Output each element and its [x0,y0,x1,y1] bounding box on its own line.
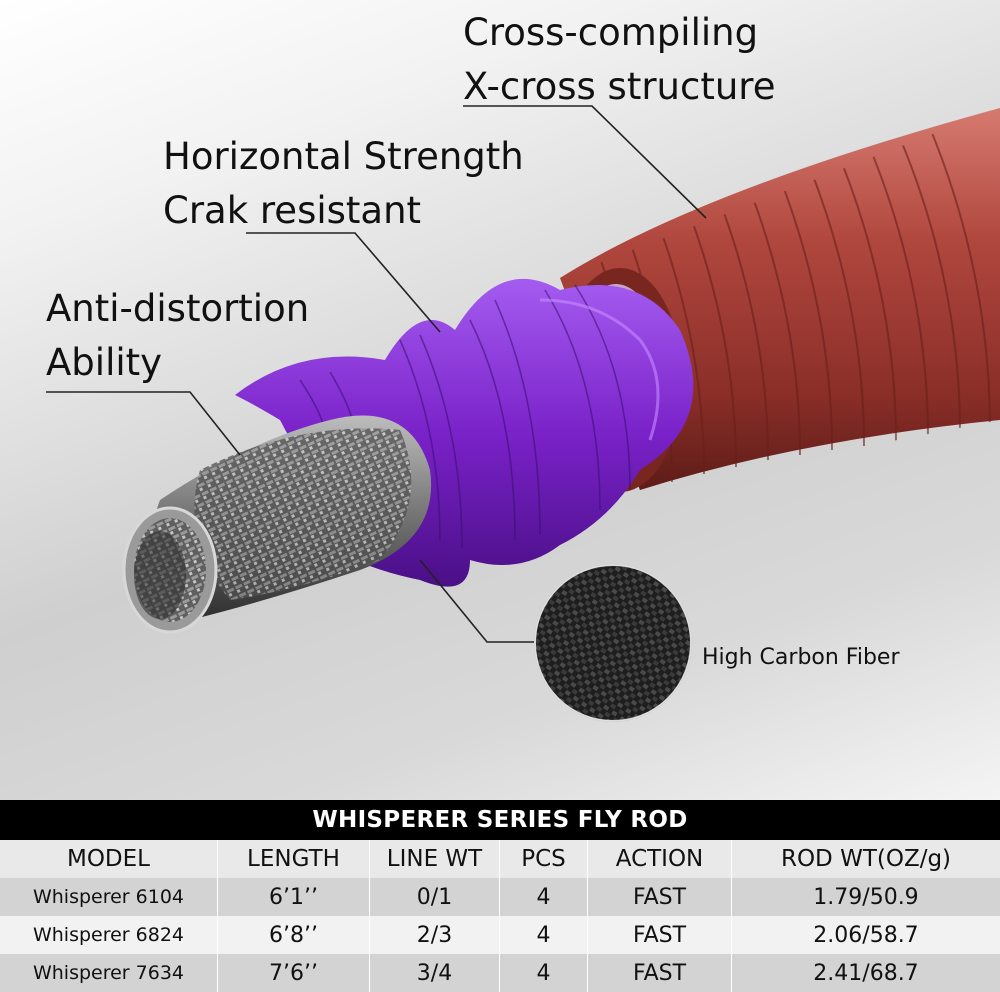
carbon-fiber-swatch [534,564,692,722]
callout-cross-line1: Cross-compiling [463,11,759,54]
cell-rod-wt: 2.06/58.7 [813,922,919,948]
rod-layers-illustration [46,105,1000,722]
header-rod-wt: ROD WT(OZ/g) [780,846,952,872]
cell-line-wt: 0/1 [370,878,500,916]
product-illustration: Cross-compiling X-cross structure Horizo… [0,0,1000,800]
cell-length: 6’1’’ [218,878,370,916]
cell-line-wt: 3/4 [370,954,500,992]
cell-length: 7’6’’ [218,954,370,992]
table-row: Whisperer 6104 6’1’’ 0/1 4 FAST 1.79/50.… [0,878,1000,916]
cell-action: FAST [588,954,732,992]
spec-table: WHISPERER SERIES FLY ROD MODEL LENGTH LI… [0,800,1000,992]
callout-horizontal-strength: Horizontal Strength Crak resistant [163,130,524,238]
cell-length: 6’8’’ [218,916,370,954]
callout-anti-line2: Ability [46,341,163,384]
cell-model: Whisperer 6104 [0,878,218,916]
callout-high-carbon-fiber: High Carbon Fiber [702,645,900,670]
callout-anti-line1: Anti-distortion [46,287,310,330]
cell-rod-wt: 1.79/50.9 [813,884,919,910]
callout-horiz-line2: Crak resistant [163,189,422,232]
header-action: ACTION [588,840,732,878]
callout-cross-line2: X-cross structure [463,65,776,108]
callout-cross-compiling: Cross-compiling X-cross structure [463,6,775,114]
table-title: WHISPERER SERIES FLY ROD [0,800,1000,840]
cell-action: FAST [588,916,732,954]
header-model: MODEL [0,840,218,878]
table-header-row: MODEL LENGTH LINE WT PCS ACTION ROD WT(O… [0,840,1000,878]
cell-line-wt: 2/3 [370,916,500,954]
header-line-wt: LINE WT [370,840,500,878]
header-pcs: PCS [500,840,588,878]
cell-pcs: 4 [500,954,588,992]
cell-model: Whisperer 6824 [0,916,218,954]
inner-carbon-core [122,415,432,634]
table-row: Whisperer 7634 7’6’’ 3/4 4 FAST 2.41/68.… [0,954,1000,992]
leader-lines [46,105,707,643]
header-length: LENGTH [218,840,370,878]
cell-pcs: 4 [500,916,588,954]
table-row: Whisperer 6824 6’8’’ 2/3 4 FAST 2.06/58.… [0,916,1000,954]
cell-action: FAST [588,878,732,916]
cell-model: Whisperer 7634 [0,954,218,992]
callout-horiz-line1: Horizontal Strength [163,135,524,178]
cell-rod-wt: 2.41/68.7 [813,960,919,986]
cell-pcs: 4 [500,878,588,916]
callout-anti-distortion: Anti-distortion Ability [46,282,309,390]
